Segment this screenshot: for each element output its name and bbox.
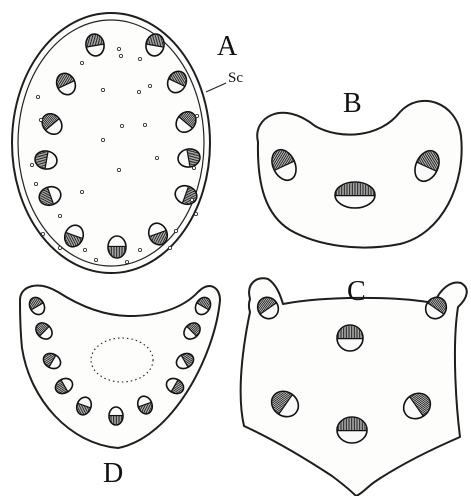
dot-a-14 [192, 166, 195, 169]
dot-a-25 [138, 248, 141, 251]
scar-c-bottom [337, 417, 367, 443]
label-sc: Sc [228, 70, 243, 86]
dot-a-15 [117, 168, 120, 171]
dot-a-23 [174, 229, 177, 232]
dot-a-6 [148, 84, 151, 87]
dot-a-13 [30, 163, 33, 166]
section-b [257, 101, 461, 248]
dot-a-5 [137, 90, 140, 93]
dot-a-22 [41, 232, 44, 235]
label-b: B [343, 88, 362, 119]
dot-a-11 [143, 123, 146, 126]
dot-a-18 [80, 190, 83, 193]
dot-a-2 [80, 61, 83, 64]
dot-a-28 [94, 258, 97, 261]
dot-a-17 [34, 182, 37, 185]
dot-a-7 [36, 95, 39, 98]
dot-a-9 [195, 114, 198, 117]
label-c: C [347, 276, 366, 307]
section-a [12, 13, 226, 273]
dot-a-20 [58, 214, 61, 217]
dot-a-24 [83, 248, 86, 251]
scar-d-10 [109, 407, 123, 425]
dot-a-29 [125, 260, 128, 263]
dot-a-0 [117, 47, 120, 50]
scar-c-center [337, 325, 363, 351]
section-d [20, 286, 220, 448]
scar-b-bottom [335, 182, 375, 208]
scar-a-12 [108, 236, 126, 258]
dot-a-8 [39, 118, 42, 121]
dot-a-19 [190, 198, 193, 201]
label-a: A [217, 31, 238, 62]
dot-a-21 [194, 212, 197, 215]
dot-a-3 [138, 57, 141, 60]
dot-a-27 [168, 246, 171, 249]
dot-a-10 [120, 124, 123, 127]
section-c [241, 278, 467, 496]
dot-a-1 [119, 54, 122, 57]
dot-a-4 [101, 88, 104, 91]
sc-leader-line [206, 83, 226, 92]
label-d: D [103, 458, 123, 489]
dot-a-12 [101, 138, 104, 141]
dot-a-16 [155, 156, 158, 159]
dot-a-26 [58, 246, 61, 249]
